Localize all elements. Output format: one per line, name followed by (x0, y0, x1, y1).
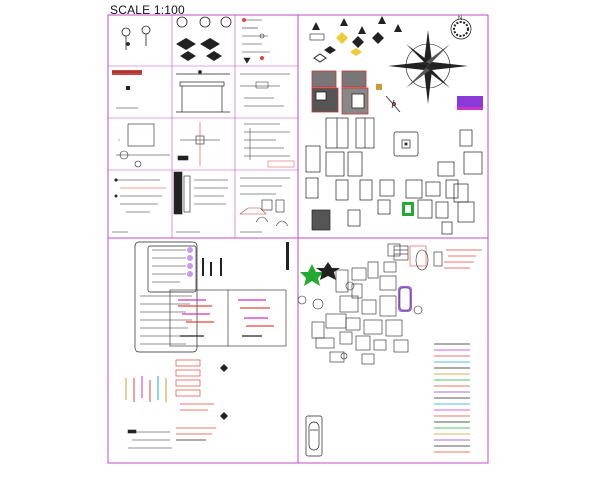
color-swatch-icon (457, 96, 483, 110)
legend-bullets (187, 247, 193, 277)
notes-list-icon (112, 178, 166, 233)
details-panel (108, 15, 298, 238)
window-blocks-icon (311, 70, 369, 115)
car-detail-icon (239, 177, 290, 233)
legend-box (134, 241, 198, 353)
legend-notes-panel (125, 241, 289, 449)
elevation-symbols-icon (121, 25, 151, 50)
column-detail-icon (116, 123, 170, 168)
doors-windows-panel: N (305, 16, 483, 235)
frame-elevation-icon (176, 70, 230, 113)
compass-rose-icon (388, 30, 468, 104)
axis-detail-icon (177, 122, 220, 166)
door-elevations-icon (305, 117, 395, 231)
schedule-table-icon (173, 171, 228, 233)
section-marker-icon (176, 16, 232, 61)
furniture-panel (297, 243, 482, 457)
stairs-icon (393, 245, 443, 271)
door-detail-icon (240, 73, 290, 107)
skylight-icon (393, 131, 419, 157)
plant-symbols-icon (309, 16, 402, 63)
green-window-icon (402, 202, 414, 216)
notes-sheet-frame (169, 289, 287, 347)
plant-block-icon (297, 262, 340, 310)
stair-hatch-icon (112, 70, 142, 109)
diamond-markers-icon (220, 364, 228, 420)
north-label: N (458, 16, 462, 22)
wall-detail-icon (244, 123, 295, 168)
ceiling-fan-icon (376, 84, 401, 113)
sheet-title: SCALE 1:100 (110, 3, 185, 17)
car-plan-icon (305, 415, 323, 457)
scale-bar-icon (127, 429, 172, 449)
red-legend-lines (444, 249, 482, 269)
dining-table-icon (398, 286, 412, 312)
furniture-plan-icon (311, 243, 423, 365)
legend-text-lines (140, 249, 192, 345)
north-arrow-icon: N (450, 16, 472, 40)
level-marker-icon (242, 18, 270, 64)
color-ticks (125, 376, 167, 402)
side-bars-icon (202, 242, 289, 276)
window-elevations-icon (405, 129, 483, 235)
notes-highlights (178, 299, 274, 337)
red-annotations (176, 403, 216, 441)
sheet-frame (107, 14, 489, 464)
schedule-buttons (175, 359, 201, 397)
color-legend-lines (434, 343, 470, 453)
